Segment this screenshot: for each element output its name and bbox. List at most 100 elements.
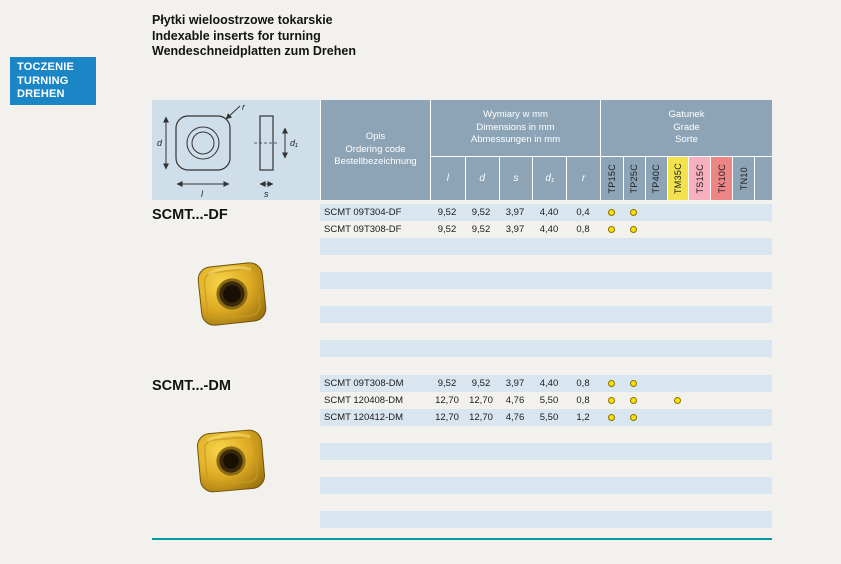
grade-dot	[629, 209, 637, 216]
dim-value: 12,70	[435, 395, 459, 406]
grade-dot	[607, 397, 615, 404]
dim-value: 0,8	[576, 395, 590, 406]
grade-cell-TM35C	[666, 221, 688, 238]
dim-value: 1,2	[576, 412, 590, 423]
table-row	[320, 255, 772, 272]
grade-cell-TN10	[732, 409, 754, 426]
side-tab-line-en: TURNING	[17, 74, 69, 87]
grade-cell-TP25C	[622, 221, 644, 238]
grade-cell-TS15C	[688, 409, 710, 426]
dim-value: 4,40	[539, 224, 559, 235]
page-title-pl: Płytki wieloostrzowe tokarskie	[152, 13, 333, 27]
dim-value: 9,52	[471, 207, 491, 218]
dim-value: 12,70	[469, 412, 493, 423]
grade-col-TP40C: TP40C	[644, 157, 667, 200]
grade-dot	[607, 414, 615, 421]
grade-cell-TS15C	[688, 221, 710, 238]
grade-dot	[629, 397, 637, 404]
grade-dot	[629, 380, 637, 387]
diagram-label-l: l	[201, 189, 204, 199]
table-row	[320, 306, 772, 323]
dim-value: 3,97	[505, 378, 525, 389]
table-row	[320, 323, 772, 340]
grade-cell-TP40C	[644, 375, 666, 392]
dim-value: 9,52	[437, 207, 457, 218]
grade-cell-TP15C	[600, 392, 622, 409]
diagram-label-s: s	[264, 189, 269, 199]
diagram-label-r: r	[242, 102, 246, 112]
dim-value: 5,50	[539, 395, 559, 406]
dims-header-pl: Wymiary w mm	[483, 109, 548, 121]
grade-cell-TN10	[732, 375, 754, 392]
ordering-code-header: Opis Ordering code Bestellbezeichnung	[320, 100, 430, 200]
dim-value: 9,52	[471, 378, 491, 389]
grade-cell-TP40C	[644, 409, 666, 426]
grade-cell-TP25C	[622, 409, 644, 426]
grade-cell-TK10C	[710, 409, 732, 426]
grade-cell-TP25C	[622, 375, 644, 392]
table-row	[320, 477, 772, 494]
dim-value: 0,8	[576, 378, 590, 389]
dims-header-de: Abmessungen in mm	[470, 134, 561, 146]
grade-cell-TK10C	[710, 392, 732, 409]
section-title: SCMT...-DM	[152, 378, 231, 394]
grade-dot	[629, 226, 637, 233]
grade-cell-TM35C	[666, 392, 688, 409]
ordering-code: SCMT 120412-DM	[324, 412, 404, 423]
grade-cell-TP15C	[600, 409, 622, 426]
ordering-code: SCMT 09T308-DF	[324, 224, 402, 235]
grade-dots	[600, 375, 772, 392]
grade-cell-TS15C	[688, 375, 710, 392]
grade-cell-TK10C	[710, 221, 732, 238]
grade-cell-TN10	[732, 392, 754, 409]
insert-dimension-drawing: d l r d₁ s	[157, 102, 298, 199]
table-row	[320, 238, 772, 255]
inserts-table: d l r d₁ s Opis Ordering code Beste	[152, 100, 772, 200]
dim-value: 4,40	[539, 207, 559, 218]
insert-photo	[193, 256, 271, 332]
grade-col-TP25C: TP25C	[622, 157, 645, 200]
side-tab-turning: TOCZENIE TURNING DREHEN	[10, 57, 96, 105]
dim-value: 4,40	[539, 378, 559, 389]
grade-cell-TP40C	[644, 392, 666, 409]
grade-col-label: TP25C	[629, 163, 640, 194]
dimension-diagram: d l r d₁ s	[152, 100, 320, 200]
dim-col-label: r	[566, 157, 600, 200]
grade-header-pl: Gatunek	[668, 109, 705, 121]
grade-header-en: Grade	[673, 121, 700, 133]
table-row	[320, 426, 772, 443]
grade-cell-TN10	[732, 204, 754, 221]
grade-col-label: TN10	[738, 166, 749, 191]
dim-col-label: d	[464, 157, 499, 200]
grade-cell-TP15C	[600, 204, 622, 221]
ordering-code: SCMT 120408-DM	[324, 395, 404, 406]
grade-dots	[600, 204, 772, 221]
side-tab-line-pl: TOCZENIE	[17, 61, 75, 73]
ordering-code: SCMT 09T308-DM	[324, 378, 404, 389]
dim-value: 9,52	[437, 224, 457, 235]
page-title-en: Indexable inserts for turning	[152, 28, 321, 43]
grade-cell-TP25C	[622, 392, 644, 409]
diagram-label-d: d	[157, 138, 163, 148]
grade-dot	[607, 209, 615, 216]
grade-cell-TP40C	[644, 221, 666, 238]
section-divider-line	[152, 538, 772, 540]
dim-value: 4,76	[505, 412, 525, 423]
dim-value: 0,4	[576, 207, 590, 218]
grade-filler-cell	[754, 157, 772, 200]
grade-cell-TP15C	[600, 375, 622, 392]
grade-cell-TP40C	[644, 204, 666, 221]
grade-dot	[673, 397, 681, 404]
grade-col-label: TM35C	[673, 162, 684, 194]
ordering-header-de: Bestellbezeichnung	[334, 156, 417, 168]
table-row	[320, 460, 772, 477]
dim-value: 3,97	[505, 207, 525, 218]
